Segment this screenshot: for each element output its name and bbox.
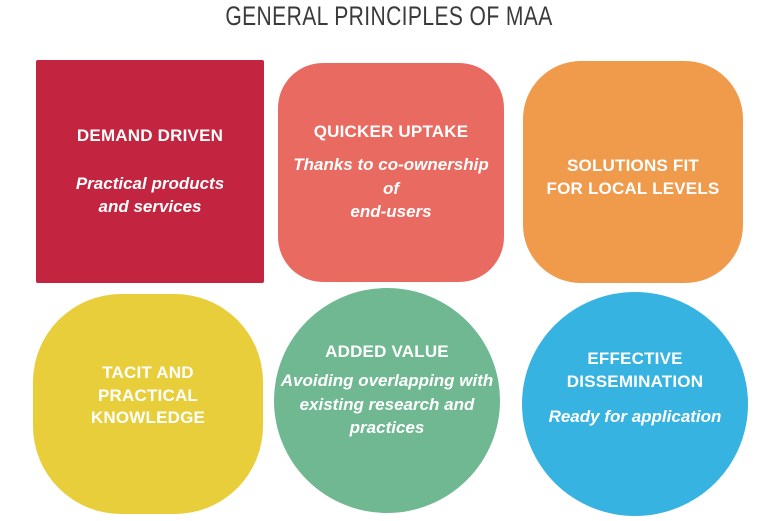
card-added-value: ADDED VALUE Avoiding overlapping with ex… [274,288,500,513]
card-content: QUICKER UPTAKE Thanks to co-ownership of… [273,121,508,223]
card-heading: TACIT AND PRACTICAL KNOWLEDGE [90,362,206,428]
card-content: DEMAND DRIVEN Practical products and ser… [31,125,268,219]
card-quicker-uptake: QUICKER UPTAKE Thanks to co-ownership of… [278,63,504,282]
card-heading: QUICKER UPTAKE [313,122,469,142]
card-effective-dissemination: EFFECTIVE DISSEMINATION Ready for applic… [522,292,748,516]
card-subtext: Ready for application [548,406,722,426]
card-subtext: Avoiding overlapping with existing resea… [280,371,494,438]
card-content: TACIT AND PRACTICAL KNOWLEDGE [28,362,267,431]
card-content: ADDED VALUE Avoiding overlapping with ex… [269,341,504,439]
card-content: EFFECTIVE DISSEMINATION Ready for applic… [517,348,752,428]
card-tacit-knowledge: TACIT AND PRACTICAL KNOWLEDGE [33,294,263,514]
card-demand-driven: DEMAND DRIVEN Practical products and ser… [36,60,264,283]
card-heading: EFFECTIVE DISSEMINATION [566,348,704,391]
card-heading: ADDED VALUE [325,342,449,362]
card-heading: DEMAND DRIVEN [76,125,224,145]
page-title: GENERAL PRINCIPLES OF MAA [225,1,553,31]
card-solutions-fit: SOLUTIONS FIT FOR LOCAL LEVELS [523,61,743,283]
card-subtext: Thanks to co-ownership of end-users [293,155,489,222]
card-content: SOLUTIONS FIT FOR LOCAL LEVELS [519,155,748,201]
card-heading: SOLUTIONS FIT FOR LOCAL LEVELS [546,156,720,198]
card-subtext: Practical products and services [75,173,225,216]
